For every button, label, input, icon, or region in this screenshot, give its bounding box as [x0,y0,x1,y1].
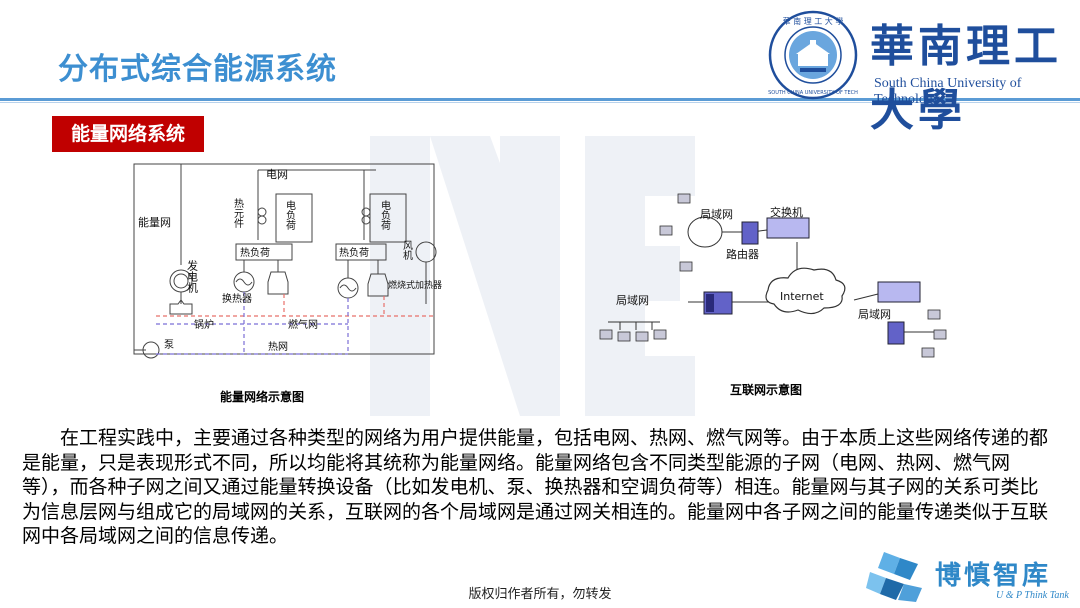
label-thermal-element: 热元件 [232,197,244,229]
energy-network-diagram: 电网 能量网 发电机 热元件 电负荷 电负荷 热负荷 热负荷 换热器 燃烧式加热… [133,163,442,359]
pc-icon [617,331,631,342]
svg-text:華 南 理 工 大 學: 華 南 理 工 大 學 [783,16,844,26]
university-seal-logo: 華 南 理 工 大 學 SOUTH CHINA UNIVERSITY OF TE… [768,10,858,100]
label-heat-net: 热网 [268,340,288,353]
pc-icon [659,225,673,236]
title-divider-thin [0,102,1080,103]
label-electric-load: 电负荷 [284,199,296,231]
pc-icon [679,261,693,272]
title-divider [0,98,1080,101]
label-wind-turbine: 风机 [401,240,413,261]
label-electric-load-2: 电负荷 [379,199,391,231]
pc-icon [599,329,613,340]
label-gas-net: 燃气网 [288,318,318,331]
label-internet: Internet [780,290,824,303]
brand-name-cn: 博慎智库 [935,561,1052,591]
section-tag: 能量网络系统 [52,116,204,152]
pc-icon [635,331,649,342]
switch-icon [766,217,810,239]
page-title: 分布式综合能源系统 [58,52,337,87]
label-switch: 交换机 [770,205,803,219]
brand-name-en: U & P Think Tank [996,590,1069,601]
label-heat-exchanger: 换热器 [222,292,252,305]
pc-icon [927,309,941,320]
label-lan-right: 局域网 [858,308,891,321]
pc-icon [933,329,947,340]
label-router: 路由器 [726,247,759,261]
pc-icon [653,329,667,340]
label-boiler: 锅炉 [194,319,214,331]
watermark-logo [370,136,695,416]
internet-diagram: Internet 局域网 交换机 路由器 局域网 局域网 [599,193,947,358]
label-heat-load-2: 热负荷 [339,246,369,259]
label-heat-load: 热负荷 [240,246,270,259]
energy-diagram-caption: 能量网络示意图 [220,390,305,404]
label-generator: 发电机 [186,259,199,293]
label-lan-top: 局域网 [700,208,733,221]
svg-text:SOUTH CHINA UNIVERSITY OF TECH: SOUTH CHINA UNIVERSITY OF TECH [768,90,858,96]
label-lan-left: 局域网 [616,294,649,307]
switch-icon-right [877,281,921,303]
university-name-cn: 華南理工大學 [870,21,1062,136]
label-pump: 泵 [164,339,174,351]
pc-icon [921,347,935,358]
router-icon [741,221,759,245]
university-name-en: South China University of Technology [874,76,1022,107]
pc-icon [677,193,691,204]
label-burner-heater: 燃烧式加热器 [388,279,442,291]
router-icon-right [887,321,905,345]
internet-cloud-icon [765,267,846,315]
body-paragraph: 在工程实践中，主要通过各种类型的网络为用户提供能量，包括电网、热网、燃气网等。由… [22,427,1049,547]
label-energy-net: 能量网 [138,215,171,229]
internet-diagram-caption: 互联网示意图 [730,383,803,397]
copyright-notice: 版权归作者所有，勿转发 [468,587,612,602]
think-tank-logo-icon [866,552,922,602]
label-grid: 电网 [266,168,288,181]
